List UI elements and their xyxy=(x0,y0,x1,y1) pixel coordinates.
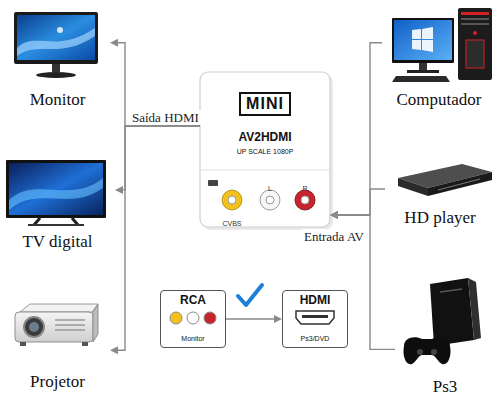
arrowhead xyxy=(274,315,282,323)
node-title: Monitor xyxy=(30,90,86,110)
edge-label: Saída HDMI xyxy=(130,110,201,125)
connector-line xyxy=(226,318,275,319)
node-title: Computador xyxy=(397,90,482,110)
check-mark xyxy=(238,285,262,305)
hdmi-port xyxy=(296,311,334,324)
connector-line xyxy=(117,43,200,126)
node-title: HD player xyxy=(404,208,475,228)
ps3-icon xyxy=(403,278,481,364)
node-title: HDMI xyxy=(300,294,331,308)
converter-device xyxy=(200,72,333,230)
connector xyxy=(110,126,200,354)
node-text: Monitor xyxy=(181,335,204,343)
port-label: R xyxy=(302,185,307,192)
connector xyxy=(115,126,200,194)
edge-label: Entrada AV xyxy=(302,229,366,244)
connector-line xyxy=(117,126,200,350)
node-text: Ps3/DVD xyxy=(301,335,330,343)
connector xyxy=(330,43,382,219)
arrowhead xyxy=(330,211,338,219)
port-label: CVBS xyxy=(222,220,241,227)
node-title: MINI xyxy=(239,92,291,116)
hdmi-box: HDMI Ps3/DVD xyxy=(282,290,348,348)
connector-line xyxy=(122,126,200,190)
connector-line xyxy=(337,189,385,215)
tv-icon xyxy=(6,160,106,226)
arrowhead xyxy=(110,39,118,47)
arrowhead xyxy=(110,346,118,354)
projector-icon xyxy=(15,304,98,346)
node-title: Projetor xyxy=(30,372,85,392)
monitor-node: Monitor xyxy=(5,8,110,110)
projector-node: Projetor xyxy=(5,295,110,392)
node-title: TV digital xyxy=(22,232,92,252)
connector xyxy=(226,315,282,323)
computer-node: Computador xyxy=(382,8,496,110)
hd-player-icon xyxy=(398,164,492,196)
converter-node: MINI AV2HDMI UP SCALE 1080P xyxy=(200,72,330,227)
rca-box: RCA Monitor xyxy=(160,290,226,348)
node-text: UP SCALE 1080P xyxy=(237,148,294,156)
tv-node: TV digital xyxy=(0,155,115,252)
monitor-icon xyxy=(14,12,98,78)
node-title: Ps3 xyxy=(433,377,458,397)
port-label: L xyxy=(268,185,272,192)
arrowhead xyxy=(330,211,338,219)
ps3-node: Ps3 xyxy=(395,275,495,397)
arrowhead xyxy=(330,211,338,219)
node-text: AV2HDMI xyxy=(238,131,291,145)
connector xyxy=(110,39,200,126)
computer-icon xyxy=(392,8,492,82)
rca-plugs xyxy=(170,312,216,324)
arrowhead xyxy=(115,186,123,194)
node-title: RCA xyxy=(180,294,206,308)
hd-player-node: HD player xyxy=(385,150,495,228)
